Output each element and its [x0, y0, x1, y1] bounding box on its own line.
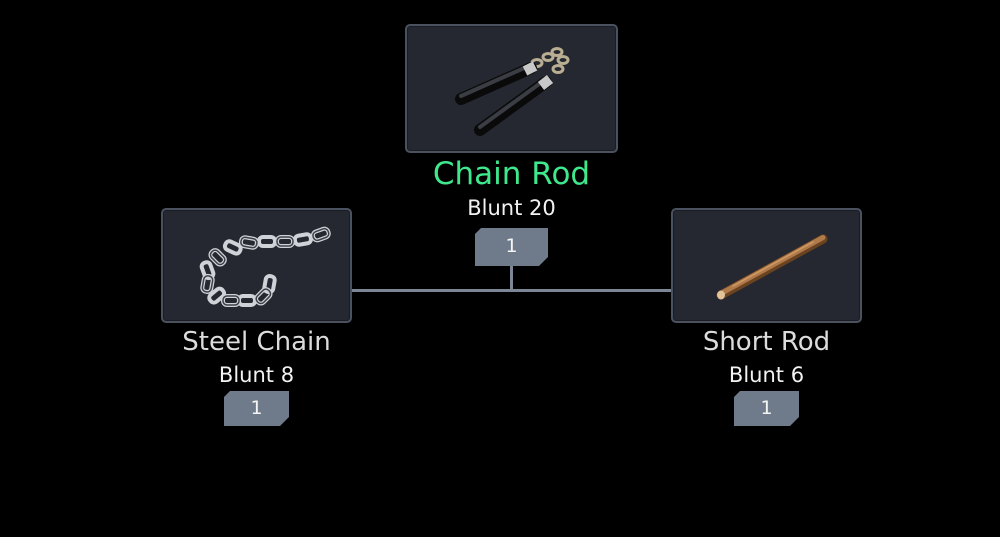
ingredient-name-steel-chain: Steel Chain	[182, 327, 331, 357]
result-quantity-badge: 1	[475, 228, 548, 266]
chain-icon	[199, 226, 331, 307]
ingredient-quantity-badge-steel-chain: 1	[224, 391, 289, 426]
wooden-rod-icon	[716, 234, 828, 300]
result-item-slot[interactable]	[405, 24, 618, 153]
connector-horizontal	[350, 289, 672, 292]
ingredient-slot-short-rod[interactable]	[671, 208, 862, 323]
result-item-name: Chain Rod	[432, 156, 591, 192]
ingredient-name-short-rod: Short Rod	[702, 327, 831, 357]
ingredient-stat-short-rod: Blunt 6	[728, 363, 805, 387]
connector-vertical	[510, 266, 513, 290]
ingredient-slot-steel-chain[interactable]	[161, 208, 352, 323]
ingredient-stat-steel-chain: Blunt 8	[218, 363, 295, 387]
ingredient-quantity-badge-short-rod: 1	[734, 391, 799, 426]
result-item-stat: Blunt 20	[467, 196, 556, 220]
nunchaku-icon	[455, 47, 570, 136]
